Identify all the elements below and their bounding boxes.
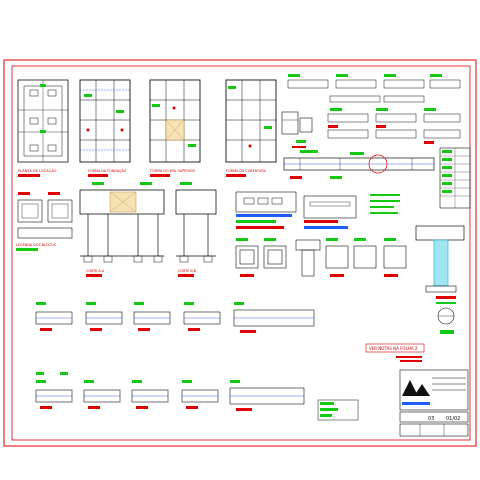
corte-bb: CORTE B-B <box>175 182 217 277</box>
centre-details <box>235 191 400 229</box>
section-details-middle-tags <box>236 238 398 277</box>
section-details-middle <box>235 239 407 277</box>
sheet-number: 03 <box>428 416 434 422</box>
planta-locacao: PLANTA DE LOCAÇÃO <box>17 79 69 177</box>
corte-bb-title: CORTE B-B <box>178 269 197 273</box>
tank-detail <box>415 225 465 334</box>
notes-reference: VER NOTAS NA FOLHA 2 <box>365 343 425 362</box>
forma-pav-superior: FORMA DO PAV. SUPERIOR <box>149 79 201 177</box>
column-detail-small <box>281 111 313 148</box>
corte-aa-title: CORTE A-A <box>86 269 105 273</box>
forma-cobertura: FORMA DA COBERTURA <box>225 79 277 177</box>
beam-row-2 <box>35 372 305 411</box>
forma-fundacao: FORMA DA FUNDAÇÃO <box>79 79 131 177</box>
corte-aa: CORTE A-A <box>79 182 165 277</box>
outer-border <box>3 59 477 447</box>
beam-details-top-tags <box>288 74 442 144</box>
steel-table <box>439 147 471 209</box>
forma-pav-superior-title: FORMA DO PAV. SUPERIOR <box>150 169 195 173</box>
forma-cobertura-title: FORMA DA COBERTURA <box>226 169 267 173</box>
legenda-blocos-title: LEGENDA DOS BLOCOS <box>16 243 56 247</box>
block-details: LEGENDA DOS BLOCOS <box>16 192 73 251</box>
beam-row-1 <box>35 302 315 333</box>
plan-locacao-title: PLANTA DE LOCAÇÃO <box>18 168 57 173</box>
ver-notas-text: VER NOTAS NA FOLHA 2 <box>369 346 418 351</box>
title-block: 03 01/02 <box>317 369 469 437</box>
forma-fundacao-title: FORMA DA FUNDAÇÃO <box>88 168 127 173</box>
beam-details-top <box>287 79 461 139</box>
sheet-total: 01/02 <box>446 416 460 422</box>
inner-border <box>11 65 471 441</box>
long-beam-elevation <box>283 150 435 179</box>
